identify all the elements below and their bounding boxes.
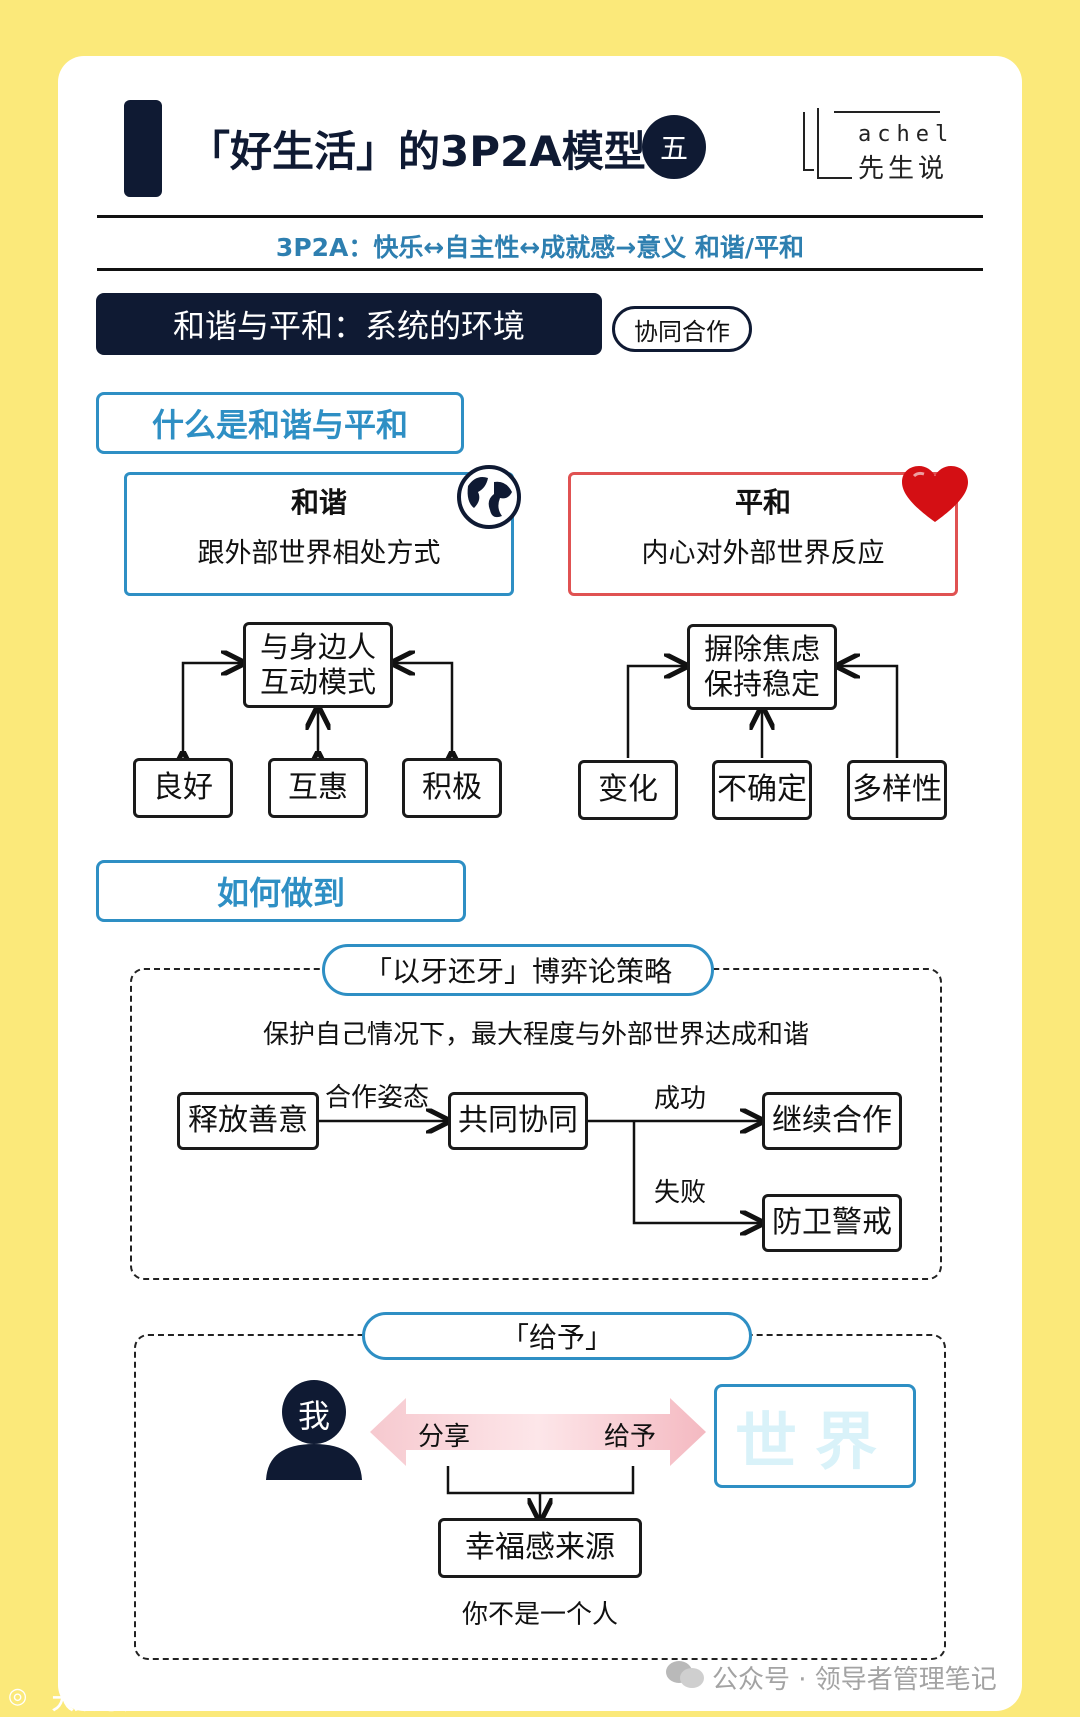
give-label: 给予 bbox=[604, 1422, 657, 1452]
header-rule-top bbox=[97, 215, 983, 218]
co-synergy-node: 共同协同 bbox=[448, 1092, 588, 1150]
release-goodwill-node: 释放善意 bbox=[177, 1092, 319, 1150]
wechat-icon bbox=[666, 1661, 704, 1688]
section-banner: 和谐与平和：系统的环境 bbox=[96, 293, 602, 355]
brand-logo: achel 先生说 bbox=[800, 108, 960, 184]
peace-leaf-change: 变化 bbox=[578, 760, 678, 820]
harmony-center-node: 与身边人 互动模式 bbox=[243, 622, 393, 708]
what-is-heading: 什么是和谐与平和 bbox=[96, 392, 464, 454]
defensive-alert-node: 防卫警戒 bbox=[762, 1194, 902, 1252]
peace-title: 平和 bbox=[734, 486, 791, 519]
watermark-text: 大数跨境 bbox=[52, 1690, 141, 1715]
harmony-card: 和谐 跟外部世界相处方式 bbox=[124, 472, 514, 596]
cooperative-stance-label: 合作姿态 bbox=[325, 1083, 430, 1113]
harmony-leaf-positive: 积极 bbox=[402, 758, 502, 818]
wechat-account-label: 公众号 · 领导者管理笔记 bbox=[712, 1665, 997, 1695]
logo-frame bbox=[803, 108, 940, 179]
game-theory-subtitle: 保护自己情况下，最大程度与外部世界达成和谐 bbox=[262, 1020, 809, 1050]
formula-line: 3P2A：快乐↔自主性↔成就感→意义 和谐/平和 bbox=[275, 233, 805, 262]
chapter-badge: 五 bbox=[642, 115, 706, 179]
section-banner-title: 和谐与平和：系统的环境 bbox=[172, 307, 525, 345]
harmony-title: 和谐 bbox=[290, 486, 347, 519]
game-theory-connectors bbox=[319, 1060, 1080, 1320]
harmony-desc: 跟外部世界相处方式 bbox=[197, 538, 441, 569]
peace-desc: 内心对外部世界反应 bbox=[641, 538, 885, 569]
logo-bottom-text: 先生说 bbox=[858, 154, 949, 184]
world-box: 世界 bbox=[714, 1384, 916, 1488]
person-icon bbox=[266, 1380, 362, 1480]
peace-leaf-diversity: 多样性 bbox=[847, 760, 947, 820]
world-text: 世界 bbox=[734, 1405, 895, 1478]
harmony-connectors bbox=[0, 600, 899, 860]
header-rule-bottom bbox=[97, 268, 983, 271]
giving-title-text: 「给予」 bbox=[500, 1321, 613, 1354]
double-arrow-icon bbox=[370, 1398, 706, 1466]
not-alone-caption: 你不是一个人 bbox=[461, 1600, 618, 1630]
collaboration-tag-text: 协同合作 bbox=[634, 317, 730, 346]
happiness-source-node: 幸福感来源 bbox=[438, 1518, 642, 1578]
collaboration-tag: 协同合作 bbox=[612, 306, 752, 352]
peace-leaf-uncertainty: 不确定 bbox=[712, 760, 812, 820]
person-label: 我 bbox=[297, 1397, 330, 1435]
how-to-heading-text: 如何做到 bbox=[216, 874, 345, 912]
peace-center-node: 摒除焦虑 保持稳定 bbox=[687, 624, 837, 710]
continue-cooperation-node: 继续合作 bbox=[762, 1092, 902, 1150]
watermark-icon: ◎ bbox=[8, 1684, 28, 1709]
heart-icon bbox=[902, 466, 968, 522]
game-theory-title: 「以牙还牙」博弈论策略 bbox=[322, 944, 714, 996]
chapter-badge-text: 五 bbox=[659, 132, 688, 165]
failure-label: 失败 bbox=[654, 1178, 707, 1208]
globe-icon bbox=[457, 465, 521, 529]
giving-connectors bbox=[446, 1466, 635, 1540]
share-label: 分享 bbox=[418, 1422, 471, 1452]
logo-top-text: achel bbox=[858, 122, 955, 147]
how-to-heading: 如何做到 bbox=[96, 860, 466, 922]
success-label: 成功 bbox=[654, 1084, 707, 1114]
page-title: 「好生活」的3P2A模型 bbox=[188, 127, 646, 176]
title-accent-bar bbox=[124, 100, 162, 197]
giving-title: 「给予」 bbox=[362, 1312, 752, 1360]
peace-card: 平和 内心对外部世界反应 bbox=[568, 472, 958, 596]
harmony-leaf-reciprocal: 互惠 bbox=[268, 758, 368, 818]
what-is-heading-text: 什么是和谐与平和 bbox=[151, 406, 408, 444]
game-theory-title-text: 「以牙还牙」博弈论策略 bbox=[363, 955, 672, 988]
harmony-leaf-good: 良好 bbox=[133, 758, 233, 818]
